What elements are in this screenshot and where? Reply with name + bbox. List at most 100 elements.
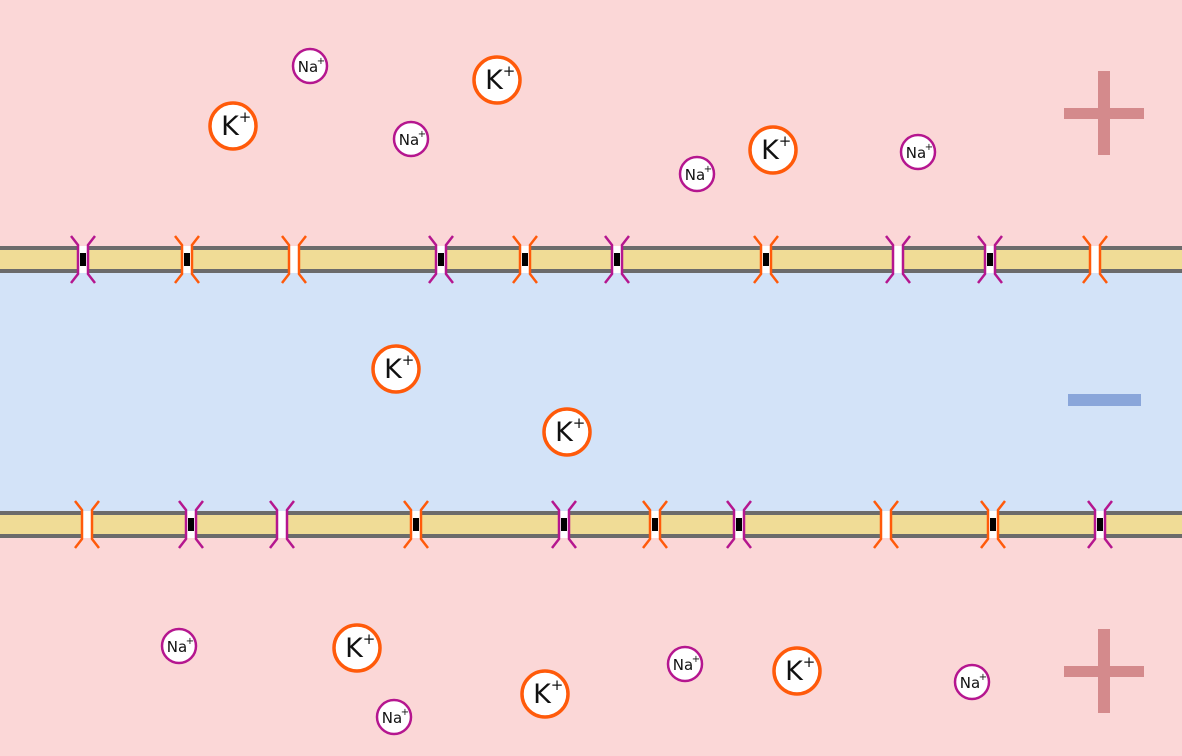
potassium-ion: K+	[520, 669, 570, 719]
channel-gate	[652, 518, 658, 531]
ion-charge: +	[363, 630, 376, 648]
ion-charge: +	[692, 654, 700, 665]
channel-gate	[990, 518, 996, 531]
ion-circle	[371, 344, 421, 394]
sodium-ion: Na+	[678, 155, 716, 193]
ion-charge: +	[317, 56, 325, 67]
channel-gate	[1097, 518, 1103, 531]
ion-charge: +	[573, 414, 586, 432]
ion-circle	[291, 47, 329, 85]
channel-gate	[561, 518, 567, 531]
ion-circle	[332, 623, 382, 673]
sodium-channel-closed	[726, 500, 752, 549]
negative-charge-sign	[1068, 394, 1141, 406]
potassium-channel-closed	[174, 235, 200, 284]
sodium-channel-closed	[604, 235, 630, 284]
channel-protein	[885, 235, 911, 284]
plus-bar-vertical	[1098, 629, 1110, 713]
potassium-ion: K+	[748, 125, 798, 175]
channel-gate	[188, 518, 194, 531]
potassium-ion: K+	[371, 344, 421, 394]
ion-label: K	[485, 65, 504, 96]
channel-pore	[1091, 246, 1099, 273]
channel-protein	[1082, 235, 1108, 284]
ion-circle	[678, 155, 716, 193]
potassium-channel-closed	[753, 235, 779, 284]
ion-charge: +	[186, 636, 194, 647]
channel-pore	[83, 511, 91, 538]
channel-protein	[604, 235, 630, 284]
channel-gate	[184, 253, 190, 266]
bottom-membrane	[0, 513, 1182, 536]
ion-label: Na	[399, 131, 419, 149]
ion-charge: +	[779, 132, 792, 150]
positive-charge-sign-top	[1064, 71, 1144, 155]
ion-circle	[772, 646, 822, 696]
ion-circle	[208, 101, 258, 151]
ion-charge: +	[402, 351, 415, 369]
channel-pore	[278, 511, 286, 538]
ion-circle	[748, 125, 798, 175]
channel-gate	[522, 253, 528, 266]
channel-gate	[413, 518, 419, 531]
sodium-channel-closed	[70, 235, 96, 284]
potassium-channel-open	[873, 500, 899, 549]
channel-gate	[987, 253, 993, 266]
top-membrane-inner-edge	[0, 269, 1182, 273]
channel-gate	[614, 253, 620, 266]
potassium-channel-open	[281, 235, 307, 284]
intracellular-space	[0, 271, 1182, 513]
ion-charge: +	[401, 707, 409, 718]
potassium-ion: K+	[332, 623, 382, 673]
potassium-ion: K+	[542, 407, 592, 457]
ion-circle	[542, 407, 592, 457]
ion-label: K	[785, 656, 804, 687]
sodium-channel-open	[269, 500, 295, 549]
potassium-ion: K+	[472, 55, 522, 105]
ion-label: K	[555, 417, 574, 448]
potassium-ion: K+	[208, 101, 258, 151]
top-membrane-outer-edge	[0, 246, 1182, 250]
ion-circle	[160, 627, 198, 665]
potassium-channel-closed	[403, 500, 429, 549]
sodium-ion: Na+	[899, 133, 937, 171]
potassium-channel-closed	[980, 500, 1006, 549]
channel-protein	[980, 500, 1006, 549]
channel-protein	[753, 235, 779, 284]
ion-charge: +	[979, 672, 987, 683]
sodium-channel-closed	[977, 235, 1003, 284]
ion-charge: +	[239, 108, 252, 126]
sodium-channel-closed	[551, 500, 577, 549]
channel-protein	[428, 235, 454, 284]
ion-label: Na	[673, 656, 693, 674]
channel-pore	[882, 511, 890, 538]
ion-label: K	[761, 135, 780, 166]
ion-charge: +	[418, 129, 426, 140]
sodium-channel-open	[885, 235, 911, 284]
channel-protein	[512, 235, 538, 284]
ion-circle	[666, 645, 704, 683]
sodium-ion: Na+	[375, 698, 413, 736]
sodium-ion: Na+	[160, 627, 198, 665]
sodium-channel-closed	[1087, 500, 1113, 549]
ion-circle	[953, 663, 991, 701]
ion-charge: +	[803, 653, 816, 671]
ion-label: Na	[906, 144, 926, 162]
channel-pore	[290, 246, 298, 273]
ion-label: Na	[960, 674, 980, 692]
ion-charge: +	[503, 62, 516, 80]
ion-charge: +	[551, 676, 564, 694]
sodium-ion: Na+	[953, 663, 991, 701]
ion-circle	[472, 55, 522, 105]
channel-protein	[977, 235, 1003, 284]
potassium-ion: K+	[772, 646, 822, 696]
channel-protein	[281, 235, 307, 284]
channel-protein	[403, 500, 429, 549]
ion-label: K	[345, 633, 364, 664]
potassium-channel-open	[1082, 235, 1108, 284]
ion-circle	[375, 698, 413, 736]
plus-bar-vertical	[1098, 71, 1110, 155]
channel-gate	[736, 518, 742, 531]
bottom-membrane-inner-edge	[0, 534, 1182, 538]
channel-protein	[178, 500, 204, 549]
